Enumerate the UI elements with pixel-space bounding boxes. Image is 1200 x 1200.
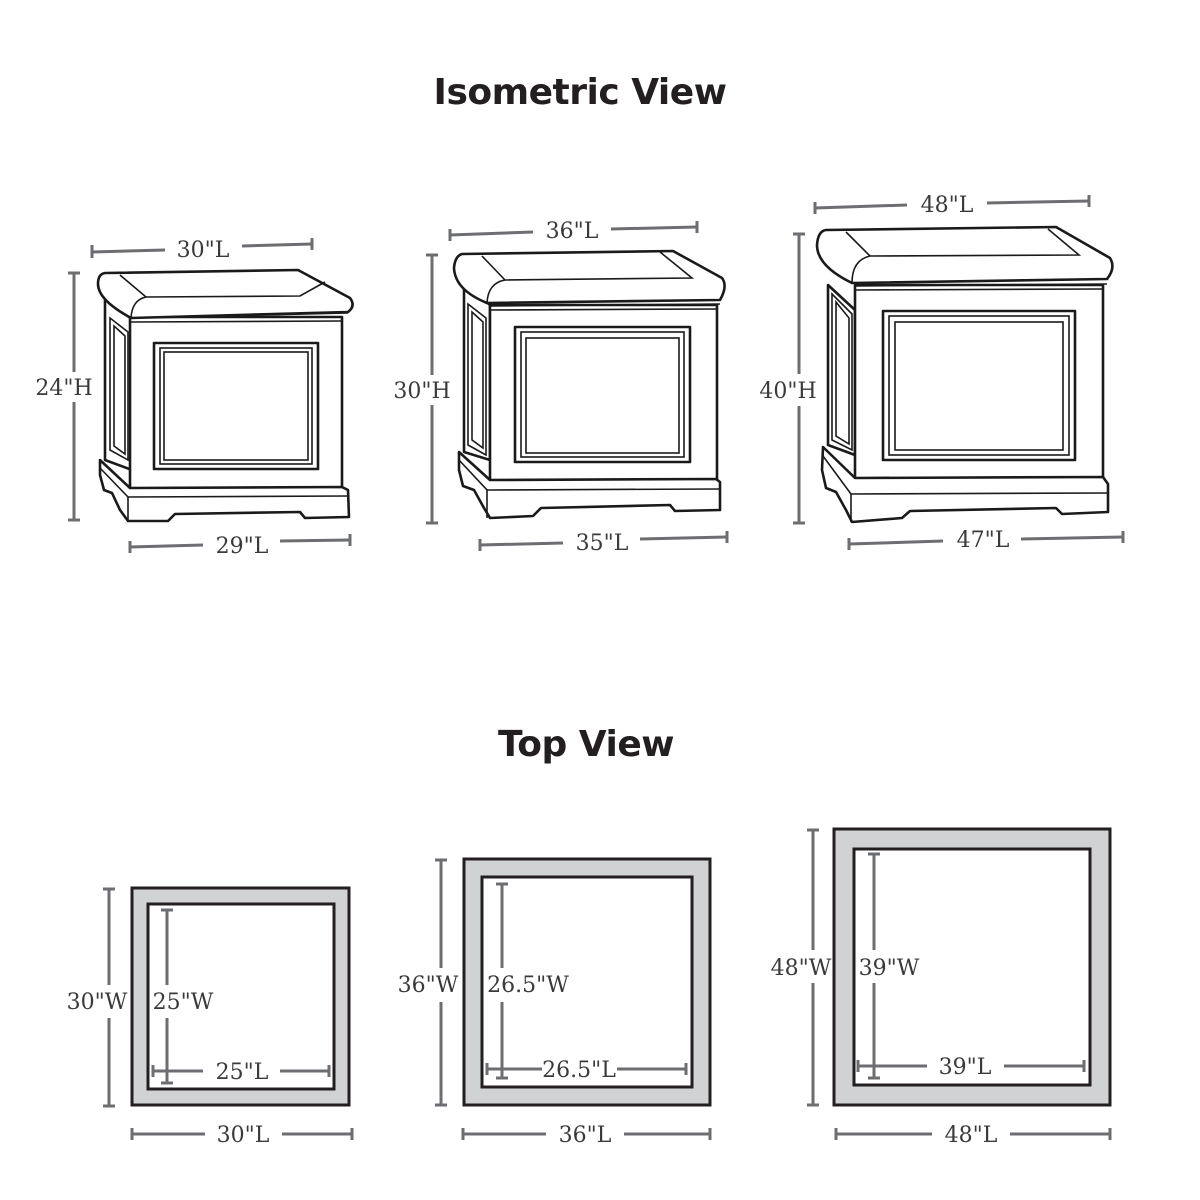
outer-width-label: 48"W: [771, 956, 832, 981]
inner-width-label: 26.5"W: [487, 973, 569, 998]
dimension-height: 24"H: [35, 271, 93, 522]
base-length-label: 29"L: [216, 534, 269, 559]
planter-drawing: [815, 225, 1114, 524]
planter-drawing: [96, 268, 354, 523]
dimension-base-length: 35"L: [478, 531, 729, 556]
dimension-outer-width: 48"W: [771, 828, 832, 1107]
inner-width-label: 25"W: [153, 990, 214, 1015]
dimension-inner-width: 39"W: [859, 852, 920, 1080]
inner-length-label: 26.5"L: [542, 1058, 616, 1083]
top-length-label: 48"L: [921, 193, 974, 218]
dimension-outer-width: 30"W: [67, 887, 128, 1108]
base-length-label: 35"L: [576, 531, 629, 556]
top-planter-small: 30"W 25"W 25"L 30"L: [67, 886, 354, 1148]
dimension-outer-width: 36"W: [398, 858, 459, 1107]
dimension-height: 40"H: [759, 232, 817, 525]
base-length-label: 47"L: [957, 528, 1010, 553]
iso-planter-medium: 36"L 30"H: [393, 219, 729, 556]
outer-width-label: 30"W: [67, 990, 128, 1015]
inner-length-label: 25"L: [216, 1060, 269, 1085]
height-label: 24"H: [35, 376, 92, 401]
top-length-label: 30"L: [177, 238, 230, 263]
dimension-outer-length: 48"L: [834, 1123, 1112, 1148]
outer-length-label: 48"L: [945, 1123, 998, 1148]
inner-opening: [146, 902, 336, 1091]
outer-length-label: 36"L: [559, 1123, 612, 1148]
dimension-height: 30"H: [393, 253, 451, 525]
top-view-title: Top View: [497, 724, 675, 765]
dimension-base-length: 29"L: [128, 534, 352, 559]
dimension-base-length: 47"L: [847, 528, 1125, 553]
outer-length-label: 30"L: [217, 1123, 270, 1148]
top-planter-large: 48"W 39"W 39"L 48"L: [771, 827, 1112, 1148]
inner-length-label: 39"L: [939, 1055, 992, 1080]
dimension-outer-length: 30"L: [130, 1123, 354, 1148]
dimension-inner-width: 26.5"W: [487, 882, 569, 1080]
height-label: 30"H: [393, 379, 450, 404]
iso-planter-large: 48"L 40"H: [759, 193, 1125, 553]
dimension-outer-length: 36"L: [461, 1123, 712, 1148]
outer-width-label: 36"W: [398, 973, 459, 998]
iso-planter-small: 30"L 24"H: [35, 238, 354, 559]
dimension-top-length: 36"L: [448, 219, 699, 244]
top-length-label: 36"L: [546, 219, 599, 244]
height-label: 40"H: [759, 379, 816, 404]
dimension-inner-length: 39"L: [856, 1055, 1086, 1080]
dimension-inner-length: 25"L: [151, 1060, 331, 1085]
isometric-view-title: Isometric View: [433, 72, 727, 113]
top-planter-medium: 36"W 26.5"W 26.5"L 36"L: [398, 857, 712, 1148]
inner-opening: [480, 875, 694, 1089]
dimension-inner-length: 26.5"L: [485, 1058, 688, 1083]
planter-drawing: [452, 249, 726, 520]
inner-width-label: 39"W: [859, 956, 920, 981]
dimension-inner-width: 25"W: [153, 908, 214, 1085]
dimension-top-length: 30"L: [90, 238, 314, 263]
dimension-top-length: 48"L: [813, 193, 1091, 218]
inner-opening: [852, 847, 1092, 1087]
